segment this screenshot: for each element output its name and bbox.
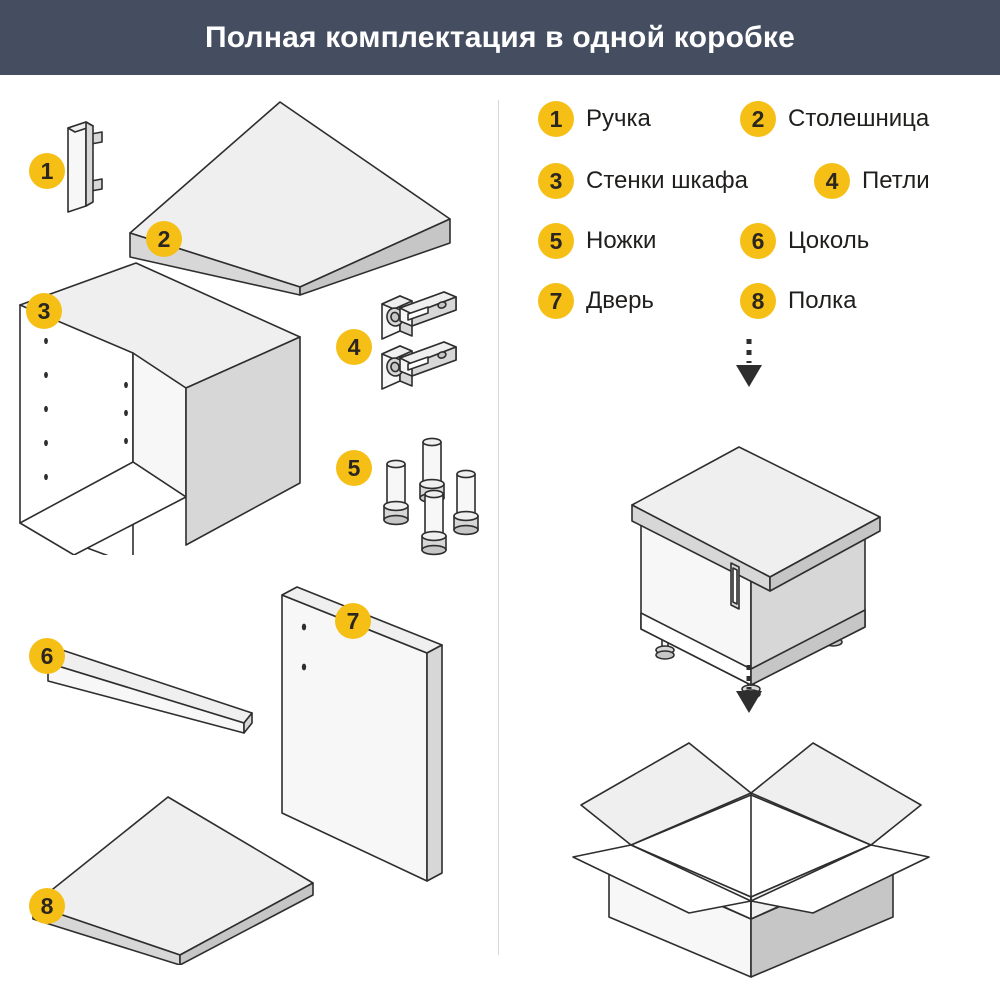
dashed-arrow-down-icon-2 xyxy=(731,663,767,715)
parts-illustration-panel: 1 2 xyxy=(0,75,498,1000)
legend-label-3: Стенки шкафа xyxy=(586,167,748,194)
legend-badge-6: 6 xyxy=(740,223,776,259)
part-carcass-illustration xyxy=(18,255,318,555)
legend-item-4: 4 Петли xyxy=(814,163,930,199)
legend-item-5: 5 Ножки xyxy=(538,223,656,259)
part-legs-illustration xyxy=(378,430,488,565)
legend-badge-8: 8 xyxy=(740,283,776,319)
assembled-cabinet-illustration xyxy=(627,395,887,705)
callout-badge-5: 5 xyxy=(336,450,372,486)
part-plinth-illustration xyxy=(40,615,260,735)
legend-item-2: 2 Столешница xyxy=(740,101,929,137)
legend-badge-4: 4 xyxy=(814,163,850,199)
open-box-illustration xyxy=(571,705,931,985)
legend-label-2: Столешница xyxy=(788,105,930,132)
callout-badge-6: 6 xyxy=(29,638,65,674)
cabinet-door-handle xyxy=(730,562,740,610)
legend-badge-7: 7 xyxy=(538,283,574,319)
page-title: Полная комплектация в одной коробке xyxy=(205,20,795,54)
callout-badge-1: 1 xyxy=(29,153,65,189)
part-shelf-illustration xyxy=(28,785,318,965)
legend-badge-5: 5 xyxy=(538,223,574,259)
callout-badge-4: 4 xyxy=(336,329,372,365)
callout-badge-2: 2 xyxy=(146,221,182,257)
part-countertop-illustration xyxy=(125,97,455,297)
legend-badge-1: 1 xyxy=(538,101,574,137)
callout-badge-8: 8 xyxy=(29,888,65,924)
legend-item-3: 3 Стенки шкафа xyxy=(538,163,748,199)
dashed-arrow-down-icon xyxy=(731,337,767,389)
callout-badge-7: 7 xyxy=(335,603,371,639)
legend-label-1: Ручка xyxy=(586,105,651,132)
legend-label-5: Ножки xyxy=(586,227,657,254)
legend-label-7: Дверь xyxy=(586,287,654,314)
vertical-divider xyxy=(498,100,499,955)
part-hinges-illustration xyxy=(378,288,478,398)
legend-label-6: Цоколь xyxy=(788,227,870,254)
legend-label-4: Петли xyxy=(862,167,930,194)
legend-item-1: 1 Ручка xyxy=(538,101,651,137)
callout-badge-3: 3 xyxy=(26,293,62,329)
part-handle-illustration xyxy=(60,110,130,220)
legend-item-6: 6 Цоколь xyxy=(740,223,869,259)
header-bar: Полная комплектация в одной коробке xyxy=(0,0,1000,75)
legend-label-8: Полка xyxy=(788,287,857,314)
legend-item-7: 7 Дверь xyxy=(538,283,654,319)
legend-and-assembly-panel: 1 Ручка 2 Столешница 3 Стенки шкафа 4 Пе… xyxy=(499,75,1000,1000)
legend-item-8: 8 Полка xyxy=(740,283,856,319)
legend-badge-2: 2 xyxy=(740,101,776,137)
legend-badge-3: 3 xyxy=(538,163,574,199)
